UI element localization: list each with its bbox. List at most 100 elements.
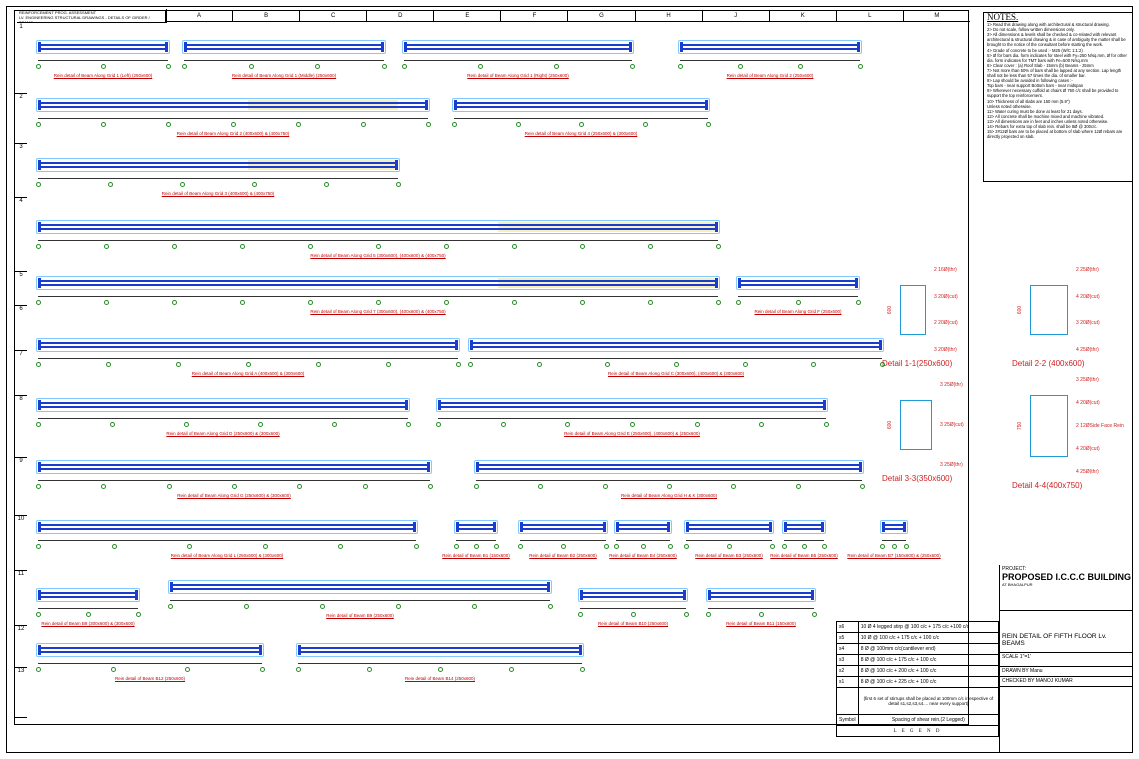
title-block: PROJECT: PROPOSED I.C.C.C BUILDING AT BH… (999, 565, 1133, 753)
beam-elevation (736, 276, 860, 290)
column-label: D (366, 11, 433, 21)
top-rebar (38, 524, 416, 526)
beam-outline (684, 520, 774, 534)
row-label: 3 (15, 144, 27, 198)
beam-caption: Rein detail of Beam Along Grid C (300x60… (607, 371, 745, 376)
beam-caption: Rein detail of Beam B8 (300x600) & (300x… (41, 621, 135, 626)
grid-node (880, 362, 885, 367)
beam-elevation (36, 588, 140, 602)
beam-outline (782, 520, 826, 534)
top-rebar (170, 584, 550, 586)
grid-node (580, 244, 585, 249)
beam-outline (436, 398, 828, 412)
top-rebar (882, 524, 906, 526)
grid-node (648, 244, 653, 249)
section-depth: 750 (1017, 421, 1024, 431)
beam-caption: Rein detail of Beam B5 (250x600) (770, 553, 838, 558)
beam-end (38, 645, 41, 655)
beam-end (38, 400, 41, 410)
row-label: 2 (15, 94, 27, 144)
beam-end (170, 582, 173, 592)
grid-node (518, 544, 523, 549)
grid-node (361, 122, 366, 127)
beam-end (686, 522, 689, 532)
drawing-frame: REINFORCEMENT PROG. ASSESSMENT LV. ENGIN… (14, 9, 970, 725)
grid-node (892, 544, 897, 549)
dimension-line (38, 240, 718, 241)
top-rebar (470, 342, 882, 344)
bottom-rebar (520, 528, 606, 530)
column-label: K (768, 11, 836, 21)
beam-elevation (36, 460, 432, 474)
bottom-rebar (476, 468, 862, 470)
column-label: C (299, 11, 366, 21)
legend-symbol: s4 (836, 643, 859, 655)
grid-node (706, 122, 711, 127)
beam-outline (454, 520, 498, 534)
bottom-rebar (38, 106, 428, 108)
drawing-sheet (6, 6, 1133, 753)
grid-node (641, 544, 646, 549)
beam-outline (36, 588, 140, 602)
beam-outline (614, 520, 672, 534)
notes-panel: NOTES. 1> Read this drawing along with a… (983, 12, 1133, 182)
grid-node (240, 244, 245, 249)
beam-end (395, 160, 398, 170)
bottom-rebar (38, 48, 168, 50)
grid-node (36, 300, 41, 305)
grid-node (101, 64, 106, 69)
beam-elevation (36, 98, 430, 112)
grid-node (856, 300, 861, 305)
beam-elevation (402, 40, 634, 54)
grid-node (110, 667, 116, 672)
grid-node (554, 64, 559, 69)
beam-caption: Rein detail of Beam B9 (250x600) (326, 613, 394, 618)
grid-node (678, 64, 683, 69)
column-label: H (634, 11, 702, 21)
grid-node (248, 64, 254, 69)
beam-elevation (36, 643, 264, 657)
grid-node (316, 362, 321, 367)
beam-end (616, 522, 619, 532)
grid-node (166, 122, 171, 127)
bottom-rebar (680, 48, 860, 50)
beam-caption: Rein detail of Beam B4 (250x600) (609, 553, 677, 558)
grid-node (716, 244, 721, 249)
beam-elevation (36, 220, 720, 234)
beam-end (715, 278, 718, 288)
grid-node (262, 544, 268, 549)
grid-node (731, 484, 737, 489)
bottom-rebar (456, 528, 496, 530)
beam-outline (36, 643, 264, 657)
beam-highlight (248, 100, 398, 110)
beam-caption: Rein detail of Beam B7 (150x600) & (250x… (847, 553, 941, 558)
legend-symbol: s6 (836, 621, 859, 633)
grid-node (308, 244, 313, 249)
top-rebar (738, 280, 858, 282)
bottom-rebar (38, 166, 398, 168)
bottom-rebar (616, 528, 670, 530)
grid-node (86, 612, 91, 617)
grid-node (668, 544, 673, 549)
top-rebar (38, 44, 168, 46)
grid-node (468, 362, 473, 367)
dimension-line (298, 663, 582, 664)
bottom-rebar (38, 596, 138, 598)
column-label: M (902, 11, 970, 21)
section-bar-label: 4 20Ø(cut) (1076, 293, 1100, 300)
grid-node (565, 422, 571, 427)
grid-node (362, 484, 368, 489)
beam-outline (296, 643, 584, 657)
dimension-line (580, 608, 686, 609)
row-label: 10 (15, 516, 27, 571)
section-caption: Detail 3-3(350x600) (882, 474, 953, 483)
legend-spacing: 10 Ø @ 100 c/c + 175 c/c + 100 c/c (857, 632, 1000, 644)
grid-node (474, 484, 479, 489)
grid-node (396, 604, 401, 609)
grid-node (824, 422, 829, 427)
grid-node (36, 122, 41, 127)
grid-node (798, 64, 803, 69)
beam-outline (678, 40, 862, 54)
